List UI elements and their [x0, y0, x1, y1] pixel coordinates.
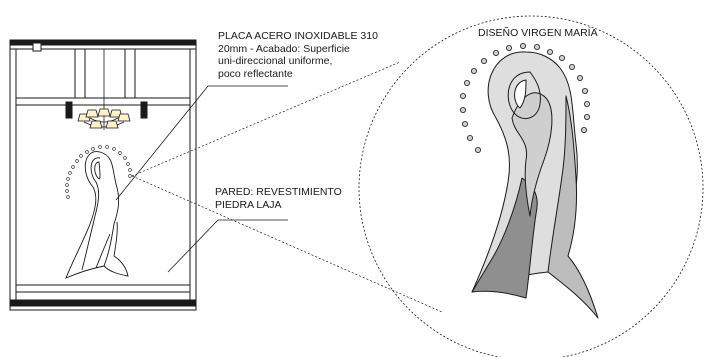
detail-circle: [358, 15, 704, 357]
virgin-figure-small: [65, 151, 129, 279]
ceiling-beam: [9, 39, 197, 46]
robe-dark: [471, 177, 538, 299]
leader-lines: [115, 85, 288, 273]
leader-pared: [167, 219, 288, 273]
label-placa-acero: PLACA ACERO INOXIDABLE 310 20mm - Acabad…: [218, 30, 378, 80]
virgin-figure-detail: [471, 51, 599, 319]
halo-dots-small: [65, 145, 132, 199]
label-pared: PARED: REVESTIMIENTO PIEDRA LAJA: [215, 186, 342, 211]
chandelier: [77, 49, 131, 130]
label-placa-line2: 20mm - Acabado: Superficie: [218, 42, 350, 55]
label-diseno-virgen: DISEÑO VIRGEN MARÍA: [478, 27, 598, 39]
detail-callout-lines: [131, 61, 443, 313]
label-pared-line2: PIEDRA LAJA: [215, 198, 282, 211]
lamp-shades: [77, 108, 131, 129]
floor-slab: [9, 299, 197, 307]
veil-mid: [547, 95, 599, 319]
head-contour: [507, 71, 541, 119]
label-placa-line3: uni-direccional uniforme,: [218, 55, 333, 67]
label-placa-line1: PLACA ACERO INOXIDABLE 310: [218, 30, 378, 42]
hair-contour: [514, 79, 527, 109]
leader-placa: [115, 85, 288, 201]
wall-elevation: [9, 39, 197, 311]
label-pared-line1: PARED: REVESTIMIENTO: [215, 186, 342, 198]
halo-dots-detail: [459, 43, 591, 153]
label-placa-line4: poco reflectante: [218, 67, 293, 80]
wall-outline: [9, 39, 197, 311]
inner-fold: [511, 92, 553, 217]
